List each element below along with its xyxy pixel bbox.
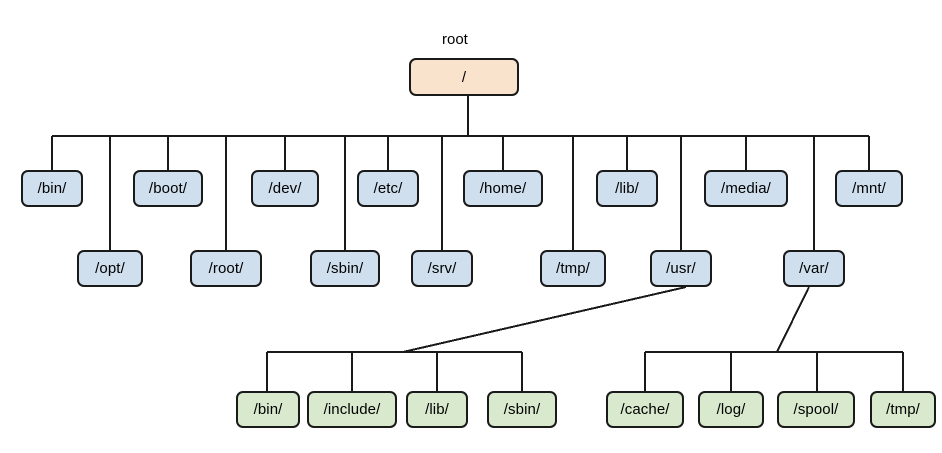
node-root-dir[interactable]: /root/: [190, 250, 262, 287]
node-lib[interactable]: /lib/: [596, 170, 658, 207]
node-sbin[interactable]: /sbin/: [310, 250, 380, 287]
node-usr-lib[interactable]: /lib/: [406, 391, 468, 428]
node-var-cache[interactable]: /cache/: [606, 391, 684, 428]
node-mnt[interactable]: /mnt/: [835, 170, 903, 207]
node-usr-include[interactable]: /include/: [307, 391, 397, 428]
node-srv[interactable]: /srv/: [411, 250, 473, 287]
node-home[interactable]: /home/: [463, 170, 543, 207]
edge-usr-diagonal: [402, 286, 687, 353]
node-opt[interactable]: /opt/: [77, 250, 143, 287]
node-usr-sbin[interactable]: /sbin/: [487, 391, 557, 428]
node-var-spool[interactable]: /spool/: [777, 391, 855, 428]
node-usr-bin[interactable]: /bin/: [236, 391, 300, 428]
node-etc[interactable]: /etc/: [357, 170, 419, 207]
node-media[interactable]: /media/: [704, 170, 788, 207]
node-tmp[interactable]: /tmp/: [540, 250, 606, 287]
node-boot[interactable]: /boot/: [133, 170, 203, 207]
root-caption: root: [442, 31, 468, 48]
node-var[interactable]: /var/: [783, 250, 845, 287]
node-root[interactable]: /: [409, 58, 519, 96]
node-bin[interactable]: /bin/: [21, 170, 83, 207]
node-var-tmp[interactable]: /tmp/: [870, 391, 936, 428]
node-usr[interactable]: /usr/: [650, 250, 712, 287]
node-var-log[interactable]: /log/: [698, 391, 764, 428]
edge-var-diagonal: [776, 286, 810, 353]
node-dev[interactable]: /dev/: [251, 170, 319, 207]
